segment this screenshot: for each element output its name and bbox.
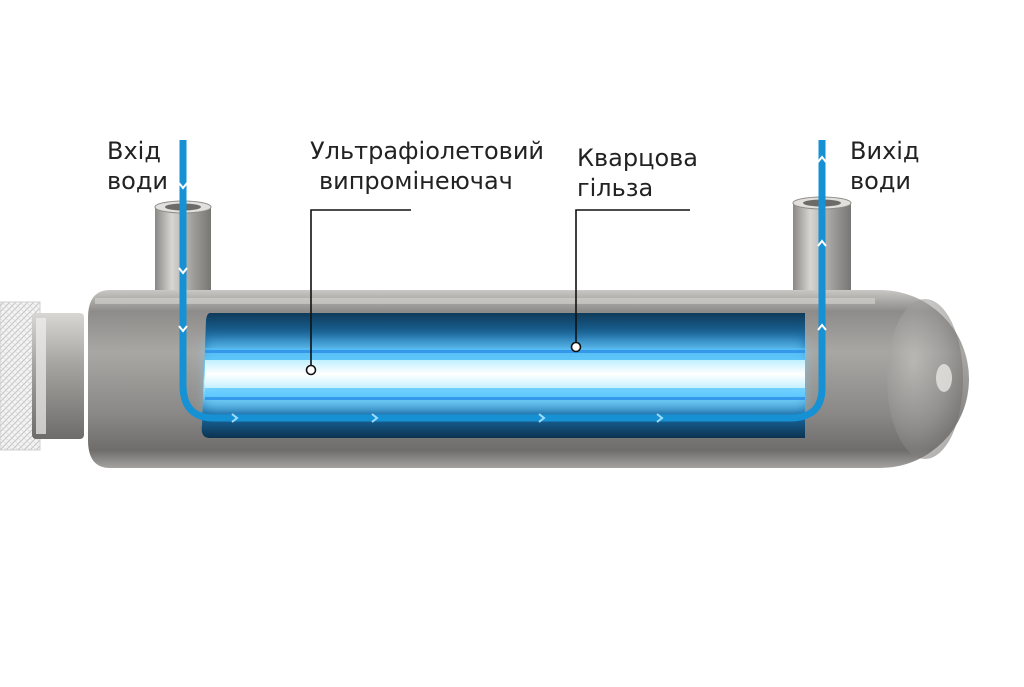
uv-emitter-leader bbox=[305, 209, 411, 376]
quartz-sleeve-label-line-2: гільза bbox=[577, 174, 654, 202]
uv-emitter-label-line-2: випромінеючач bbox=[319, 167, 513, 195]
outlet-label-line-1: Вихід bbox=[850, 137, 920, 165]
outlet-label: Вихід води bbox=[850, 136, 920, 196]
knurled-end-cap bbox=[0, 301, 84, 451]
inlet-label-line-2: води bbox=[107, 167, 169, 195]
outlet-flow-arrows bbox=[817, 155, 827, 331]
quartz-sleeve-label-line-1: Кварцова bbox=[577, 144, 698, 172]
chamber-flow-arrows bbox=[231, 413, 664, 423]
quartz-sleeve-label: Кварцова гільза bbox=[577, 143, 698, 203]
inlet-flow-arrows bbox=[178, 182, 188, 333]
uv-emitter-label-line-1: Ультрафіолетовий bbox=[310, 137, 545, 165]
inlet-label: Вхід води bbox=[107, 136, 168, 196]
quartz-sleeve-leader bbox=[570, 209, 690, 353]
water-flow-path bbox=[179, 140, 826, 422]
uv-lamp bbox=[205, 360, 805, 388]
outlet-label-line-2: води bbox=[850, 167, 912, 195]
uv-emitter-label: Ультрафіолетовий випромінеючач bbox=[310, 136, 544, 196]
inlet-label-line-1: Вхід bbox=[107, 137, 161, 165]
